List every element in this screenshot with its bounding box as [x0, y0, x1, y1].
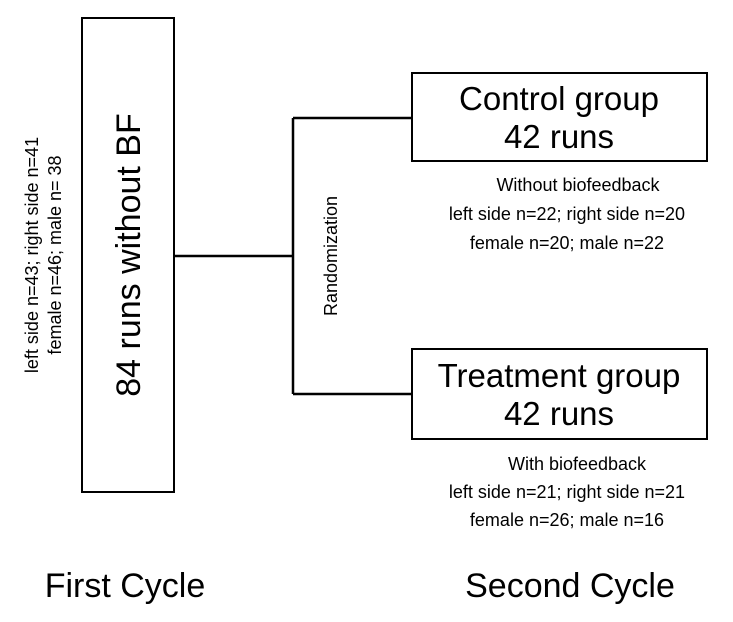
first-cycle-box [81, 17, 175, 493]
second-cycle-label: Second Cycle [465, 567, 675, 605]
first-box-label: 84 runs without BF [110, 113, 148, 396]
control-detail-sides: left side n=22; right side n=20 [449, 204, 685, 224]
first-box-detail-sides: left side n=43; right side n=41 [22, 137, 42, 373]
first-cycle-label: First Cycle [45, 567, 206, 605]
treatment-group-runs: 42 runs [504, 395, 614, 432]
randomization-label: Randomization [321, 196, 341, 316]
treatment-detail-gender: female n=26; male n=16 [470, 510, 664, 530]
control-group-box [411, 72, 708, 162]
treatment-detail-feedback: With biofeedback [508, 454, 647, 474]
control-detail-gender: female n=20; male n=22 [470, 233, 664, 253]
control-group-title: Control group [459, 80, 659, 117]
control-detail-feedback: Without biofeedback [496, 175, 660, 195]
treatment-detail-sides: left side n=21; right side n=21 [449, 482, 685, 502]
treatment-group-title: Treatment group [438, 357, 681, 394]
treatment-group-box [411, 348, 708, 440]
control-group-runs: 42 runs [504, 118, 614, 155]
first-box-detail-gender: female n=46; male n= 38 [45, 155, 65, 354]
